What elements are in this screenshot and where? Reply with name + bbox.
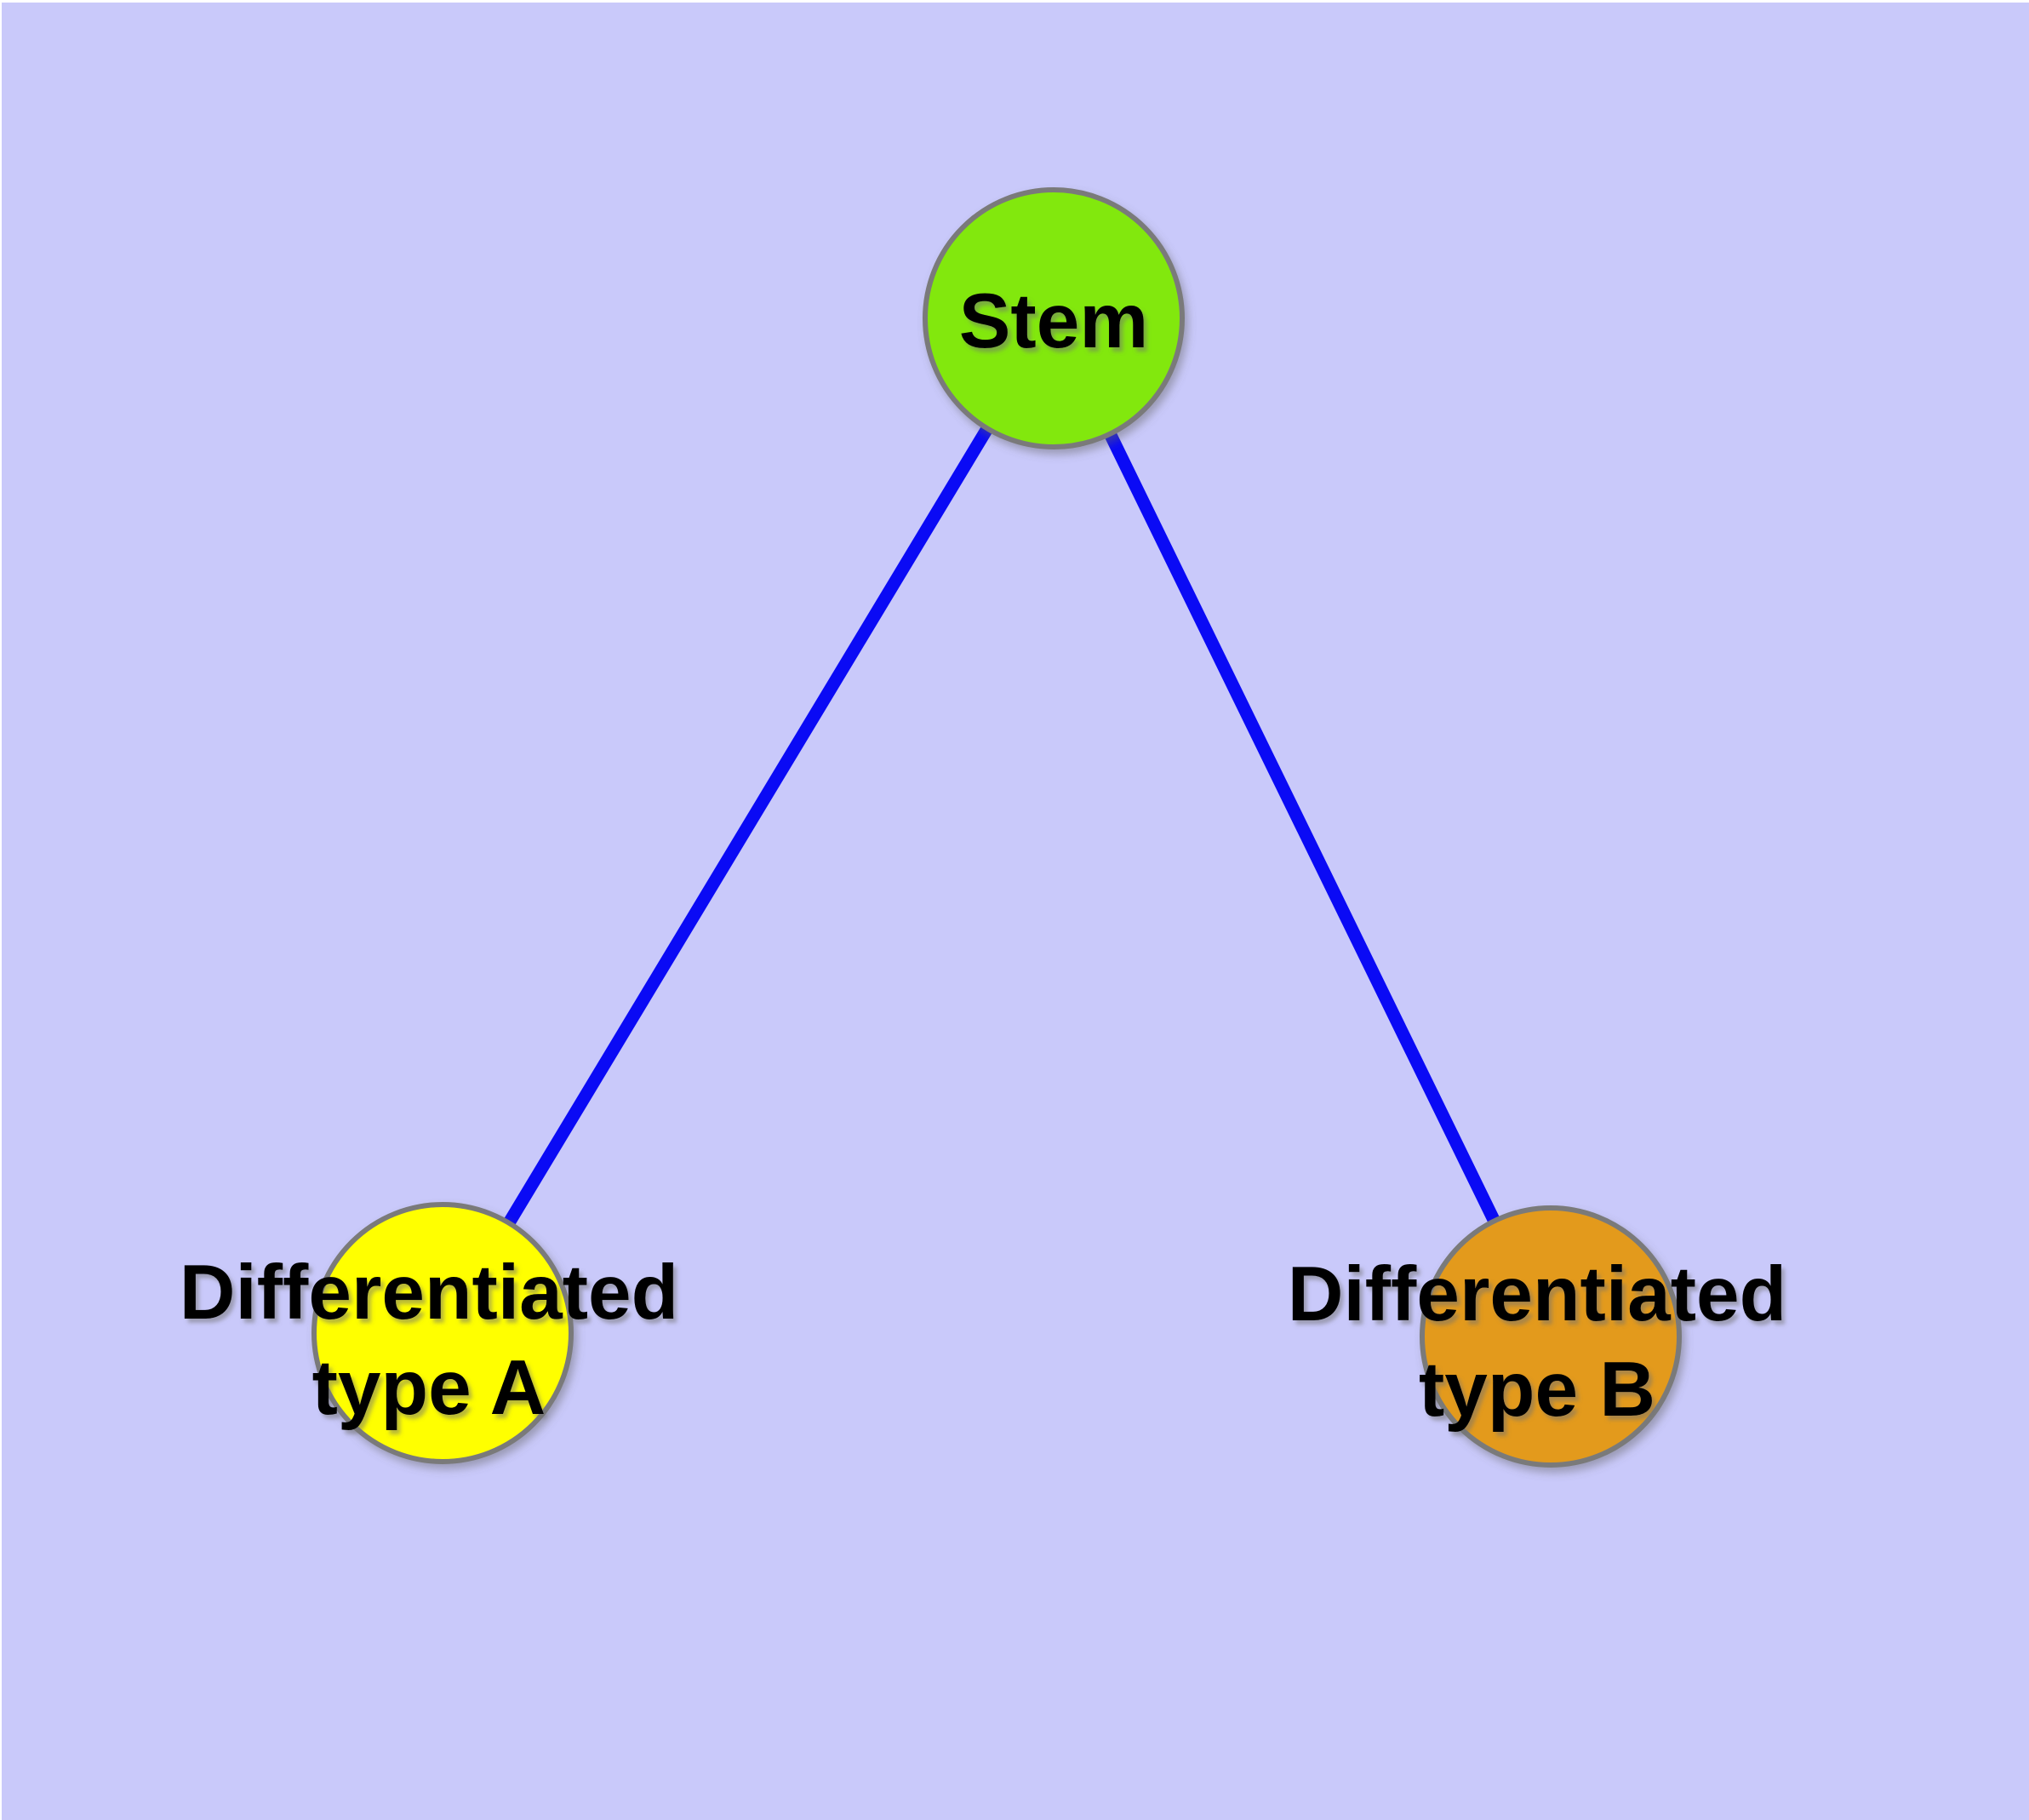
edges	[437, 315, 1557, 1340]
left-margin-strip	[0, 0, 2, 1820]
node-type-b-label-line-1: Differentiated	[1288, 1251, 1787, 1337]
edge-stem-to-type-a	[437, 315, 1060, 1336]
node-type-a-circle	[311, 1202, 574, 1464]
node-labels: Stem Differentiated type A Differentiate…	[180, 278, 1787, 1433]
node-stem-label: Stem	[959, 278, 1149, 364]
edge-stem-to-type-b	[1048, 315, 1557, 1340]
node-stem-circle	[923, 187, 1185, 449]
node-type-a-label-line-1: Differentiated	[180, 1250, 679, 1336]
node-type-b-circle	[1420, 1205, 1682, 1468]
top-margin-strip	[0, 0, 2029, 3]
node-type-b-label-line-2: type B	[1419, 1347, 1655, 1433]
nodes	[311, 187, 1682, 1468]
node-type-a-label-line-2: type A	[312, 1345, 546, 1431]
